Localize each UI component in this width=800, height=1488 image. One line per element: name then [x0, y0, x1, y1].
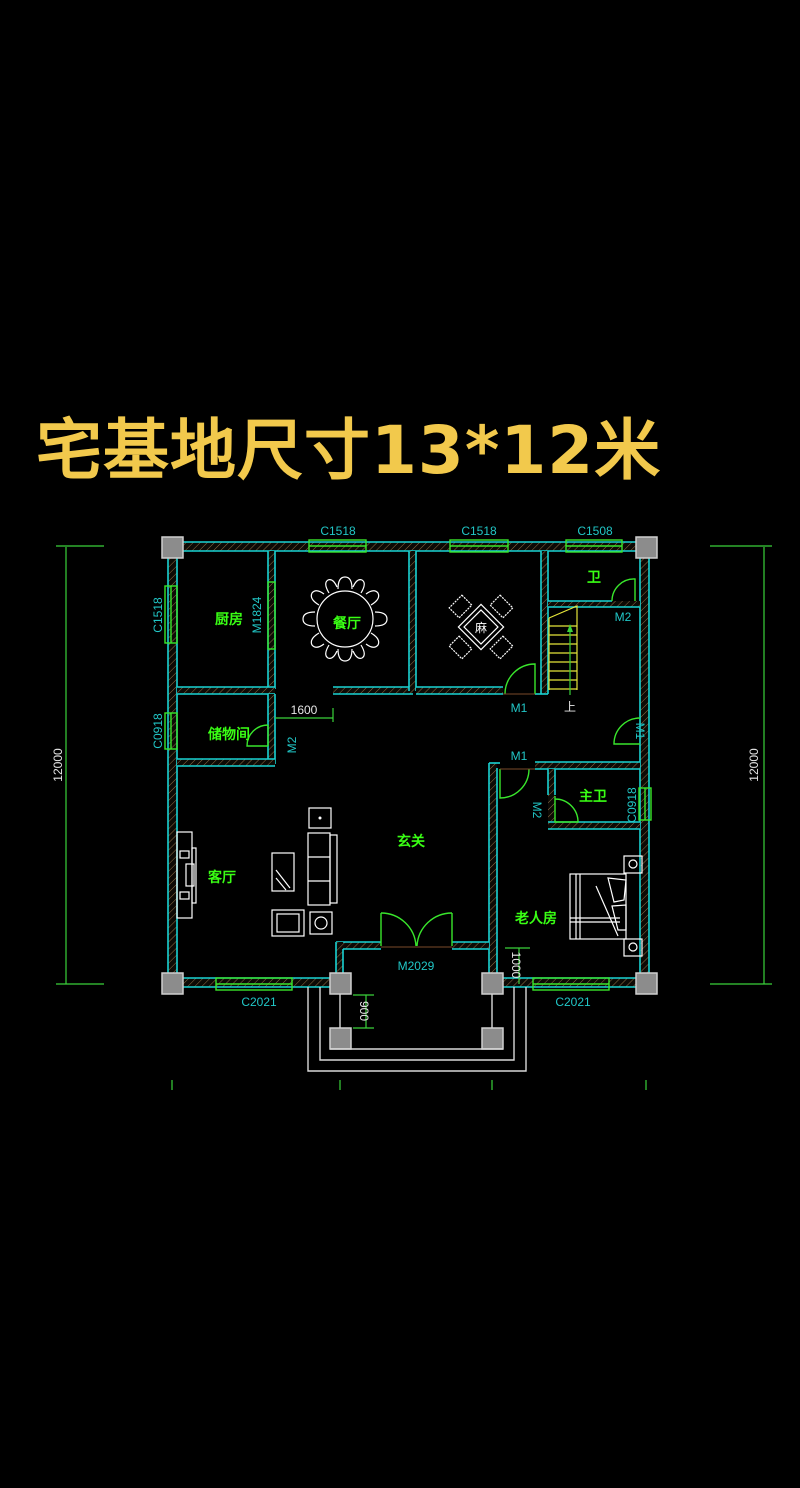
- bedroom-door-swing: [499, 768, 535, 799]
- left-height-label: 12000: [51, 748, 65, 782]
- bath-door-swing: [554, 796, 579, 823]
- right-height-label: 12000: [747, 748, 761, 782]
- window-bottom-left: [215, 977, 293, 991]
- bed-icon: [569, 855, 643, 957]
- bedroom-offset-dimension: 1000: [505, 947, 530, 984]
- porch-depth-label: 900: [357, 1001, 371, 1021]
- right-height-dimension: 12000: [710, 545, 772, 985]
- round-dining-table-icon: [302, 576, 388, 662]
- stair-icon: [548, 605, 578, 695]
- window-code-top-1: C1518: [320, 524, 356, 538]
- mahjong-door-swing: [503, 663, 536, 695]
- mahjong-table-icon: 麻: [448, 594, 514, 660]
- door-code-main-entrance: M2029: [398, 959, 435, 973]
- room-label-living: 客厅: [207, 869, 236, 886]
- porch-outline: [307, 987, 527, 1072]
- main-entrance-double-door: [380, 912, 453, 948]
- room-label-storage: 储物间: [207, 726, 250, 743]
- door-code-kitchen: M1824: [250, 596, 264, 633]
- window-right-bath: [638, 787, 652, 821]
- sofa-set-icon: [271, 807, 338, 937]
- window-top-2: [449, 539, 509, 553]
- tv-cabinet-icon: [176, 831, 197, 919]
- porch-depth-dimension: 900: [353, 994, 374, 1029]
- room-label-foyer: 玄关: [397, 833, 425, 850]
- corridor-width-dimension: 1600: [275, 703, 334, 722]
- kitchen-door-opening: [267, 581, 276, 650]
- window-code-left-kitchen: C1518: [151, 597, 165, 633]
- structural-columns: [161, 536, 658, 1050]
- doors: [246, 578, 641, 948]
- left-height-dimension: 12000: [51, 545, 104, 985]
- window-bottom-right: [532, 977, 610, 991]
- room-label-wc: 卫: [587, 570, 601, 586]
- window-code-left-storage: C0918: [151, 713, 165, 749]
- page-title: 宅基地尺寸13*12米: [36, 412, 662, 489]
- stair-up-label: 上: [564, 700, 576, 714]
- window-code-top-3: C1508: [577, 524, 613, 538]
- window-left-kitchen: [164, 585, 178, 644]
- window-top-3: [565, 539, 623, 553]
- door-code-mahjong: M1: [511, 701, 528, 715]
- svg-text:麻: 麻: [475, 620, 487, 635]
- window-left-storage: [164, 712, 178, 750]
- door-code-corridor: M1: [633, 723, 647, 740]
- bottom-axis-ticks: [171, 1080, 647, 1090]
- door-code-storage: M2: [285, 736, 299, 753]
- window-code-bottom-left: C2021: [241, 995, 277, 1009]
- window-code-top-2: C1518: [461, 524, 497, 538]
- storage-door-swing: [246, 724, 269, 747]
- door-code-bedroom: M1: [511, 749, 528, 763]
- window-code-bottom-right: C2021: [555, 995, 591, 1009]
- room-label-elder-bedroom: 老人房: [515, 910, 557, 927]
- room-label-master-bath: 主卫: [579, 788, 607, 805]
- window-code-right-bath: C0918: [625, 787, 639, 823]
- door-code-wc: M2: [615, 610, 632, 624]
- door-code-bath: M2: [530, 802, 544, 819]
- bedroom-offset-label: 1000: [509, 952, 523, 979]
- corridor-door-swing: [613, 717, 641, 745]
- room-label-dining: 餐厅: [332, 615, 361, 632]
- corridor-width-label: 1600: [291, 703, 318, 717]
- windows: [164, 539, 652, 991]
- interior-walls: [177, 551, 640, 978]
- room-label-kitchen: 厨房: [215, 611, 243, 628]
- window-top-1: [308, 539, 367, 553]
- wc-door-swing: [611, 578, 636, 602]
